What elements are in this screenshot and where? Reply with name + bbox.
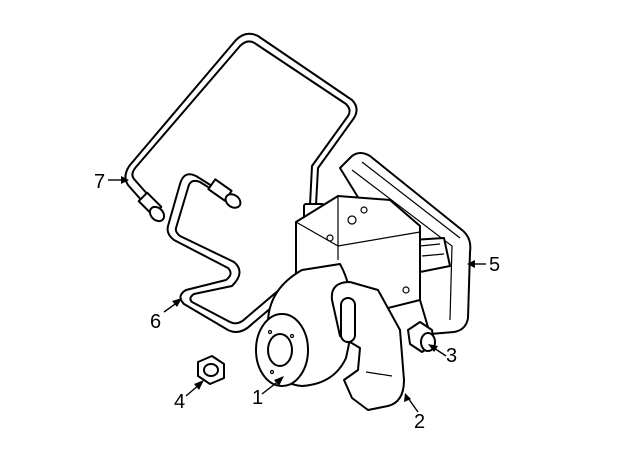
- callout-4-label: 4: [174, 391, 185, 413]
- callout-2-label: 2: [414, 411, 425, 433]
- callout-2: 2: [404, 393, 425, 433]
- callout-7: 7: [94, 171, 129, 193]
- brake-line-7-fitting: [137, 191, 166, 223]
- callout-4: 4: [174, 380, 204, 413]
- callout-5-label: 5: [489, 254, 500, 276]
- nut: [197, 355, 225, 385]
- callout-6-label: 6: [150, 311, 161, 333]
- callout-5: 5: [467, 254, 500, 276]
- mounting-bracket: [330, 281, 405, 411]
- callout-3-label: 3: [446, 345, 457, 367]
- callout-7-label: 7: [94, 171, 105, 193]
- mounting-bolt: [407, 321, 436, 353]
- pump-motor: [255, 263, 353, 387]
- callout-1-label: 1: [252, 387, 263, 409]
- callout-6: 6: [150, 298, 182, 333]
- callout-1: 1: [252, 376, 284, 409]
- brake-line-7: [124, 32, 358, 228]
- brake-line-6-fitting-left: [207, 178, 242, 209]
- callout-3: 3: [428, 344, 457, 367]
